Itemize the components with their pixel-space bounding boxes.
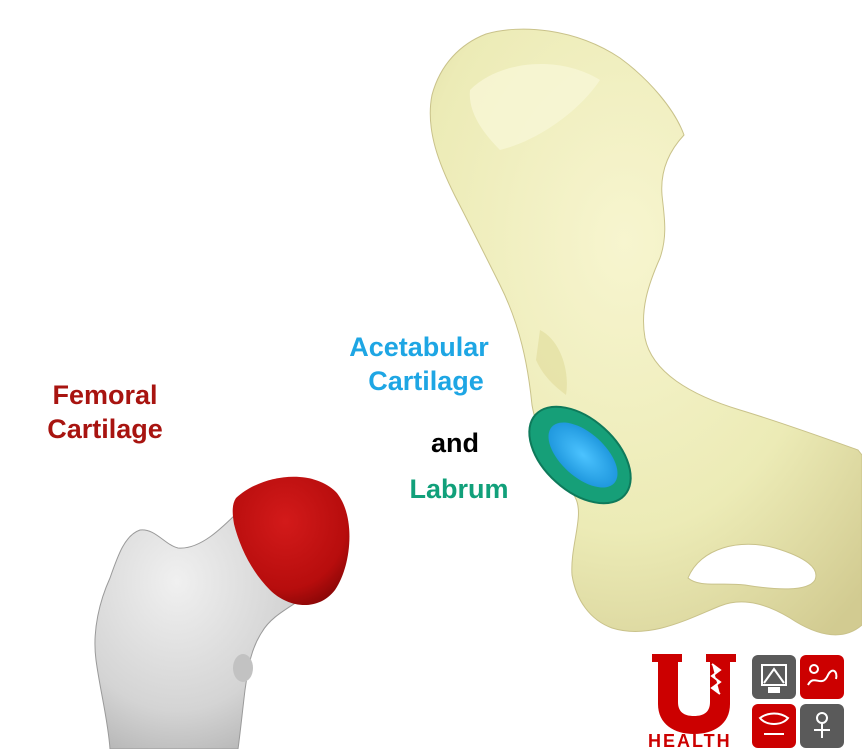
lab-logo-tile-gray-1-icon <box>752 655 796 699</box>
university-health-logo: HEALTH <box>648 650 862 749</box>
block-u-logo-icon <box>648 650 744 736</box>
labrum-label: Labrum <box>384 472 534 506</box>
femoral-label-line1: Femoral <box>22 378 188 412</box>
acetabular-cartilage-label: Acetabular Cartilage <box>312 330 526 398</box>
and-label: and <box>400 426 510 460</box>
acetabular-label-line2: Cartilage <box>326 364 526 398</box>
femoral-cartilage-label: Femoral Cartilage <box>22 378 188 446</box>
femoral-label-line2: Cartilage <box>22 412 188 446</box>
lab-logo-tile-red-2-icon <box>752 704 796 748</box>
health-wordmark: HEALTH <box>648 732 740 749</box>
lab-logo-tile-gray-2-icon <box>800 704 844 748</box>
lab-logo-tile-red-1-icon <box>800 655 844 699</box>
femur-bone <box>95 477 349 749</box>
acetabular-label-line1: Acetabular <box>312 330 526 364</box>
